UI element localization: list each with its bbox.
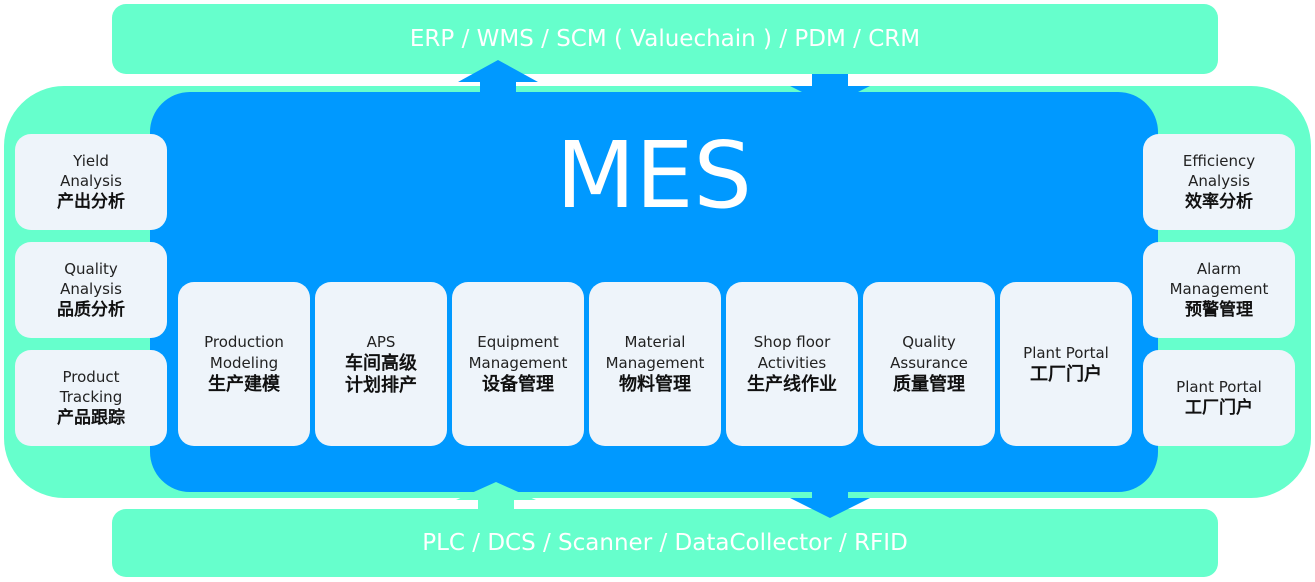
- left-module-product-tracking: Product Tracking 产品跟踪: [15, 350, 167, 446]
- module-en-label: Equipment Management: [468, 333, 568, 372]
- arrow-down-bottom-icon: [790, 490, 870, 518]
- right-module-efficiency-analysis: Efficiency Analysis 效率分析: [1143, 134, 1295, 230]
- module-zh-label: 预警管理: [1185, 300, 1253, 320]
- right-module-alarm-management: Alarm Management 预警管理: [1143, 242, 1295, 338]
- module-zh-label: 生产建模: [208, 374, 280, 395]
- bottom-systems-label: PLC / DCS / Scanner / DataCollector / RF…: [422, 530, 908, 556]
- top-systems-bar: ERP / WMS / SCM ( Valuechain ) / PDM / C…: [112, 4, 1218, 74]
- module-zh-label: 物料管理: [619, 374, 691, 395]
- arrow-up-bottom-icon: [456, 482, 536, 510]
- module-en-label: Plant Portal: [1023, 343, 1109, 362]
- core-module-shop-floor-activities: Shop floor Activities 生产线作业: [726, 282, 858, 446]
- module-zh-label: 工厂门户: [1185, 398, 1253, 418]
- module-en-label: Alarm Management: [1169, 260, 1269, 298]
- module-zh-label: 效率分析: [1185, 192, 1253, 212]
- mes-title: MES: [556, 122, 752, 229]
- arrow-down-top-icon: [790, 74, 870, 106]
- module-en-label: Production Modeling: [204, 333, 284, 372]
- module-en-label: Quality Analysis: [60, 260, 122, 298]
- module-zh-label: 质量管理: [893, 374, 965, 395]
- arrow-up-top-icon: [458, 60, 538, 100]
- module-en-label: Plant Portal: [1176, 378, 1262, 396]
- module-zh-label: 车间高级 计划排产: [345, 352, 417, 396]
- module-zh-label: 产出分析: [57, 192, 125, 212]
- module-zh-label: 品质分析: [57, 300, 125, 320]
- core-module-quality-assurance: Quality Assurance 质量管理: [863, 282, 995, 446]
- module-en-label: Yield Analysis: [60, 152, 122, 190]
- module-zh-label: 工厂门户: [1030, 363, 1102, 385]
- left-module-quality-analysis: Quality Analysis 品质分析: [15, 242, 167, 338]
- core-module-equipment-management: Equipment Management 设备管理: [452, 282, 584, 446]
- top-systems-label: ERP / WMS / SCM ( Valuechain ) / PDM / C…: [409, 26, 921, 52]
- module-en-label: Product Tracking: [59, 368, 123, 406]
- core-module-aps: APS 车间高级 计划排产: [315, 282, 447, 446]
- right-module-plant-portal: Plant Portal 工厂门户: [1143, 350, 1295, 446]
- module-en-label: Shop floor Activities: [753, 333, 831, 372]
- module-en-label: Efficiency Analysis: [1182, 152, 1256, 190]
- module-zh-label: 设备管理: [482, 374, 554, 395]
- bottom-systems-bar: PLC / DCS / Scanner / DataCollector / RF…: [112, 509, 1218, 577]
- module-en-label: APS: [366, 332, 396, 351]
- module-zh-label: 生产线作业: [747, 374, 837, 395]
- core-module-production-modeling: Production Modeling 生产建模: [178, 282, 310, 446]
- module-en-label: Material Management: [605, 333, 705, 372]
- core-module-material-management: Material Management 物料管理: [589, 282, 721, 446]
- left-module-yield-analysis: Yield Analysis 产出分析: [15, 134, 167, 230]
- core-module-plant-portal: Plant Portal 工厂门户: [1000, 282, 1132, 446]
- module-en-label: Quality Assurance: [890, 333, 968, 372]
- module-zh-label: 产品跟踪: [57, 408, 125, 428]
